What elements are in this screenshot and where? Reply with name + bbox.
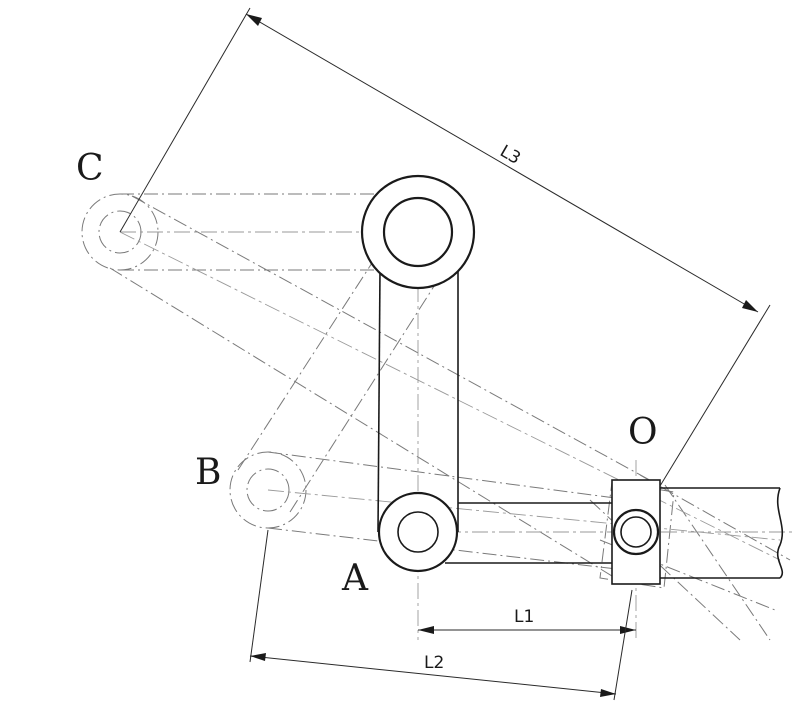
label-o: O (628, 412, 658, 453)
shaft-o-inner (620, 516, 652, 548)
top-pivot-inner (382, 196, 454, 268)
dimension-l3 (119, 7, 771, 487)
phantom-eye-inner-b (246, 468, 290, 512)
label-l3: L3 (496, 141, 524, 168)
horizontal-arm (445, 502, 612, 564)
main-link-a (360, 174, 476, 573)
pivot-a-inner (397, 511, 439, 553)
shaft-o (611, 479, 784, 585)
top-pivot-outer (360, 174, 476, 290)
shaft-block (611, 479, 661, 585)
dimension-l2 (249, 529, 633, 701)
shaft-o-outer (612, 508, 660, 556)
dimension-l1 (418, 626, 636, 634)
label-b: B (195, 452, 221, 493)
label-c: C (76, 148, 104, 189)
label-l1: L1 (514, 607, 534, 627)
label-l2: L2 (424, 653, 444, 673)
label-a: A (341, 558, 369, 599)
pivot-a-outer (377, 491, 459, 573)
